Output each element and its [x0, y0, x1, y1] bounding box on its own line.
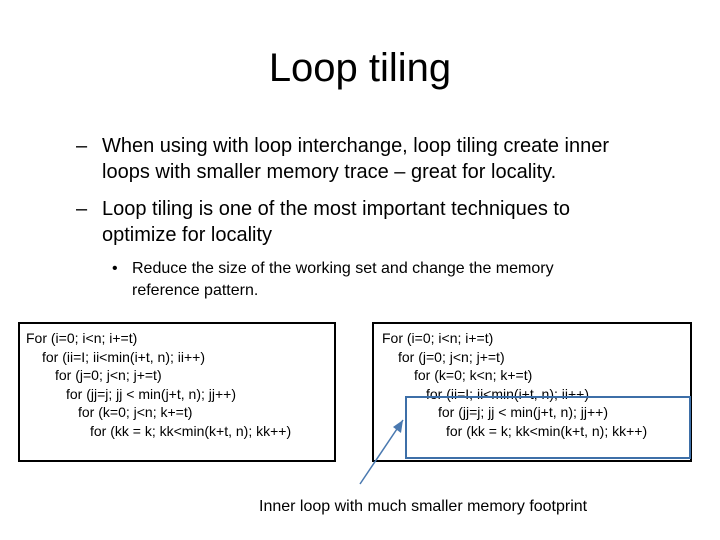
bullet-dash: – [76, 135, 88, 157]
code-line: for (jj=j; jj < min(j+t, n); jj++) [66, 385, 236, 402]
code-box-left: For (i=0; i<n; i+=t) for (ii=I; ii<min(i… [18, 322, 336, 462]
code-line: for (kk = k; kk<min(k+t, n); kk++) [90, 422, 292, 439]
code-line: for (jj=j; jj < min(j+t, n); jj++) [438, 404, 608, 420]
bullet-dash: – [76, 198, 88, 220]
bullet-1-line-2: loops with smaller memory trace – great … [102, 161, 557, 183]
sub-bullet: • Reduce the size of the working set and… [112, 258, 672, 302]
code-line: for (k=0; k<n; k+=t) [414, 367, 533, 383]
slide-title: Loop tiling [268, 46, 452, 90]
bullet-dot: • [112, 260, 118, 277]
caption: Inner loop with much smaller memory foot… [259, 498, 588, 515]
code-line: for (k=0; j<n; k+=t) [78, 404, 193, 420]
code-line: for (ii=I; ii<min(i+t, n); ii++) [42, 348, 205, 365]
code-line: For (i=0; i<n; i+=t) [382, 330, 494, 346]
inner-loop-highlight [405, 396, 691, 459]
bullet-1: – When using with loop interchange, loop… [76, 133, 686, 185]
code-box-right: For (i=0; i<n; i+=t) for (j=0; j<n; j+=t… [372, 322, 692, 462]
code-line: for (j=0; j<n; j+=t) [398, 348, 505, 365]
sub-bullet-line-2: reference pattern. [132, 282, 259, 299]
bullet-2-line-2: optimize for locality [102, 224, 273, 246]
code-line: for (j=0; j<n; j+=t) [55, 367, 162, 383]
code-line: For (i=0; i<n; i+=t) [26, 330, 138, 346]
sub-bullet-line-1: Reduce the size of the working set and c… [132, 260, 554, 277]
bullet-1-line-1: When using with loop interchange, loop t… [102, 135, 609, 157]
bullet-2-line-1: Loop tiling is one of the most important… [102, 198, 571, 220]
bullet-2: – Loop tiling is one of the most importa… [76, 196, 686, 248]
code-line: for (kk = k; kk<min(k+t, n); kk++) [446, 422, 648, 439]
